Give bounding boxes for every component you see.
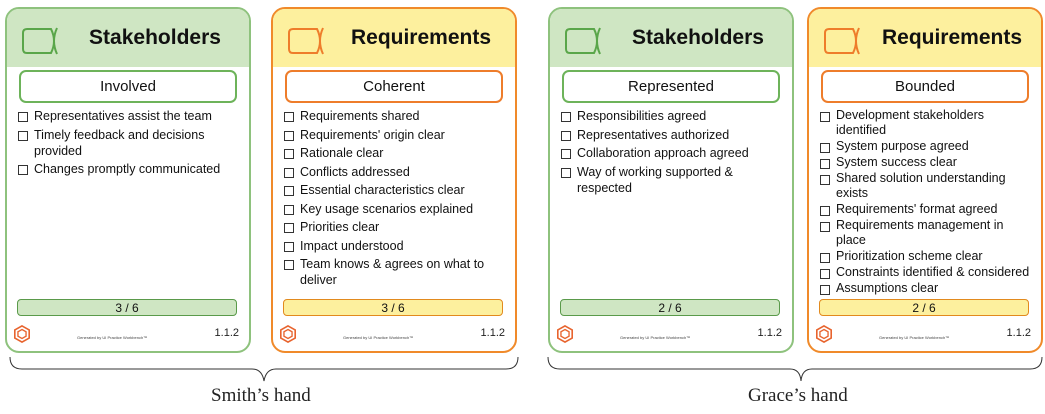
checkbox-icon[interactable] [284, 260, 294, 270]
checkbox-icon[interactable] [820, 253, 830, 263]
progress-badge: 3 / 6 [283, 299, 503, 316]
alpha-icon [288, 27, 324, 55]
checklist-item: Key usage scenarios explained [283, 201, 509, 217]
checklist: Requirements shared Requirements' origin… [283, 108, 509, 291]
generated-by-text: Generated by UI Practice Workbench™ [343, 335, 414, 340]
checkbox-icon[interactable] [820, 269, 830, 279]
version-label: 1.1.2 [480, 327, 505, 339]
checklist-item: Timely feedback and decisions provided [17, 127, 243, 159]
essence-logo-icon [556, 325, 574, 343]
state-name: Coherent [285, 70, 503, 103]
grace-hand-label: Grace’s hand [748, 385, 848, 406]
card-stakeholders-represented: Stakeholders Represented Responsibilitie… [548, 7, 794, 353]
checkbox-icon[interactable] [820, 285, 830, 295]
checklist-item: Impact understood [283, 238, 509, 254]
checklist-item: Development stakeholders identified [819, 108, 1035, 138]
checklist-item: Requirements shared [283, 108, 509, 124]
generated-by-text: Generated by UI Practice Workbench™ [77, 335, 148, 340]
version-label: 1.1.2 [1006, 327, 1031, 339]
checkbox-icon[interactable] [820, 206, 830, 216]
checkbox-icon[interactable] [561, 167, 571, 178]
checkbox-icon[interactable] [284, 186, 294, 196]
checklist-item: Shared solution understanding exists [819, 171, 1035, 201]
card-header: Requirements [273, 9, 515, 67]
progress-badge: 2 / 6 [819, 299, 1029, 316]
checklist-item: Rationale clear [283, 145, 509, 161]
state-name: Involved [19, 70, 237, 103]
checkbox-icon[interactable] [18, 130, 28, 141]
card-title: Requirements [350, 26, 492, 49]
checklist-item: Collaboration approach agreed [560, 145, 786, 161]
alpha-icon [824, 27, 860, 55]
generated-by-text: Generated by UI Practice Workbench™ [879, 335, 950, 340]
card-header: Stakeholders [550, 9, 792, 67]
card-stakeholders-involved: Stakeholders Involved Representatives as… [5, 7, 251, 353]
checklist-item: Way of working supported & respected [560, 164, 786, 196]
essence-logo-icon [279, 325, 297, 343]
state-name: Represented [562, 70, 780, 103]
checklist-item: Priorities clear [283, 219, 509, 235]
left-hand-brace [9, 356, 519, 382]
checkbox-icon[interactable] [820, 222, 830, 232]
checklist-item: Essential characteristics clear [283, 182, 509, 198]
alpha-icon [565, 27, 601, 55]
checkbox-icon[interactable] [820, 175, 830, 185]
checklist: Responsibilities agreed Representatives … [560, 108, 786, 198]
checkbox-icon[interactable] [284, 223, 294, 233]
checkbox-icon[interactable] [561, 130, 571, 141]
progress-badge: 3 / 6 [17, 299, 237, 316]
smith-hand-label: Smith’s hand [211, 385, 311, 406]
progress-badge: 2 / 6 [560, 299, 780, 316]
card-header: Stakeholders [7, 9, 249, 67]
alpha-icon [22, 27, 58, 55]
checklist-item: Representatives assist the team [17, 108, 243, 124]
right-hand-brace [547, 356, 1043, 382]
checkbox-icon[interactable] [561, 112, 571, 122]
checklist-item: Requirements' origin clear [283, 127, 509, 143]
checklist-item: Conflicts addressed [283, 164, 509, 180]
checkbox-icon[interactable] [561, 149, 571, 159]
checkbox-icon[interactable] [284, 149, 294, 159]
checkbox-icon[interactable] [284, 241, 294, 252]
card-header: Requirements [809, 9, 1041, 67]
checkbox-icon[interactable] [284, 167, 294, 178]
checklist-item: System success clear [819, 155, 1035, 170]
card-title: Stakeholders [89, 26, 221, 49]
checklist-item: Responsibilities agreed [560, 108, 786, 124]
checklist-item: Team knows & agrees on what to deliver [283, 256, 509, 288]
card-title: Stakeholders [632, 26, 764, 49]
essence-logo-icon [815, 325, 833, 343]
state-name: Bounded [821, 70, 1029, 103]
checkbox-icon[interactable] [18, 112, 28, 122]
version-label: 1.1.2 [214, 327, 239, 339]
checklist-item: Assumptions clear [819, 281, 1035, 296]
essence-logo-icon [13, 325, 31, 343]
checkbox-icon[interactable] [820, 159, 830, 169]
checkbox-icon[interactable] [284, 204, 294, 215]
checkbox-icon[interactable] [284, 130, 294, 141]
checklist-item: Changes promptly communicated [17, 161, 243, 177]
checklist-item: System purpose agreed [819, 139, 1035, 154]
checkbox-icon[interactable] [18, 165, 28, 175]
checkbox-icon[interactable] [820, 143, 830, 153]
checkbox-icon[interactable] [820, 112, 830, 122]
checklist-item: Prioritization scheme clear [819, 249, 1035, 264]
checklist: Development stakeholders identified Syst… [819, 108, 1035, 297]
checklist-item: Requirements' format agreed [819, 202, 1035, 217]
card-requirements-bounded: Requirements Bounded Development stakeho… [807, 7, 1043, 353]
checklist-item: Representatives authorized [560, 127, 786, 143]
checklist-item: Constraints identified & considered [819, 265, 1035, 280]
generated-by-text: Generated by UI Practice Workbench™ [620, 335, 691, 340]
card-title: Requirements [881, 26, 1023, 49]
checkbox-icon[interactable] [284, 112, 294, 122]
checklist: Representatives assist the team Timely f… [17, 108, 243, 180]
checklist-item: Requirements management in place [819, 218, 1035, 248]
card-requirements-coherent: Requirements Coherent Requirements share… [271, 7, 517, 353]
version-label: 1.1.2 [757, 327, 782, 339]
